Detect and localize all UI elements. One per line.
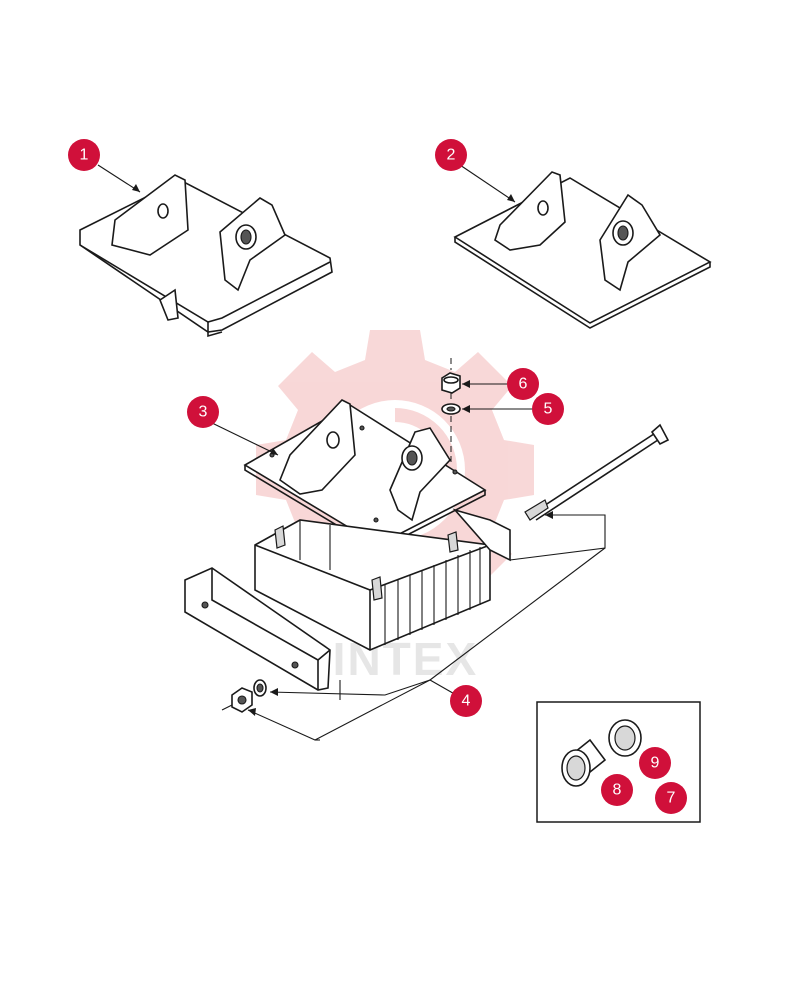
part-4-pad-assembly [184,423,670,713]
svg-text:2: 2 [447,147,456,164]
callout-7[interactable]: 7 [655,782,687,814]
callout-1[interactable]: 1 [68,139,100,171]
svg-text:1: 1 [80,147,89,164]
svg-text:4: 4 [462,693,471,710]
part-2-mounting-plate [453,171,712,329]
leader-arrowheads [132,184,553,716]
part-5-washer [441,403,461,415]
callout-9[interactable]: 9 [639,747,671,779]
svg-text:9: 9 [651,755,660,772]
part-6-nut [441,372,461,394]
svg-text:6: 6 [519,376,528,393]
svg-text:7: 7 [667,790,676,807]
callout-6[interactable]: 6 [507,368,539,400]
svg-text:8: 8 [613,782,622,799]
svg-text:3: 3 [199,404,208,421]
part-8-bushing [561,738,607,787]
part-3-top-plate [243,399,487,551]
callout-2[interactable]: 2 [435,139,467,171]
callout-5[interactable]: 5 [532,393,564,425]
part-1-bracket-plate [79,174,333,338]
callout-8[interactable]: 8 [601,774,633,806]
part-9-bushing-ring [608,719,642,757]
callout-3[interactable]: 3 [187,396,219,428]
leader-lines [97,164,656,796]
callout-4[interactable]: 4 [450,685,482,717]
svg-text:5: 5 [544,401,553,418]
